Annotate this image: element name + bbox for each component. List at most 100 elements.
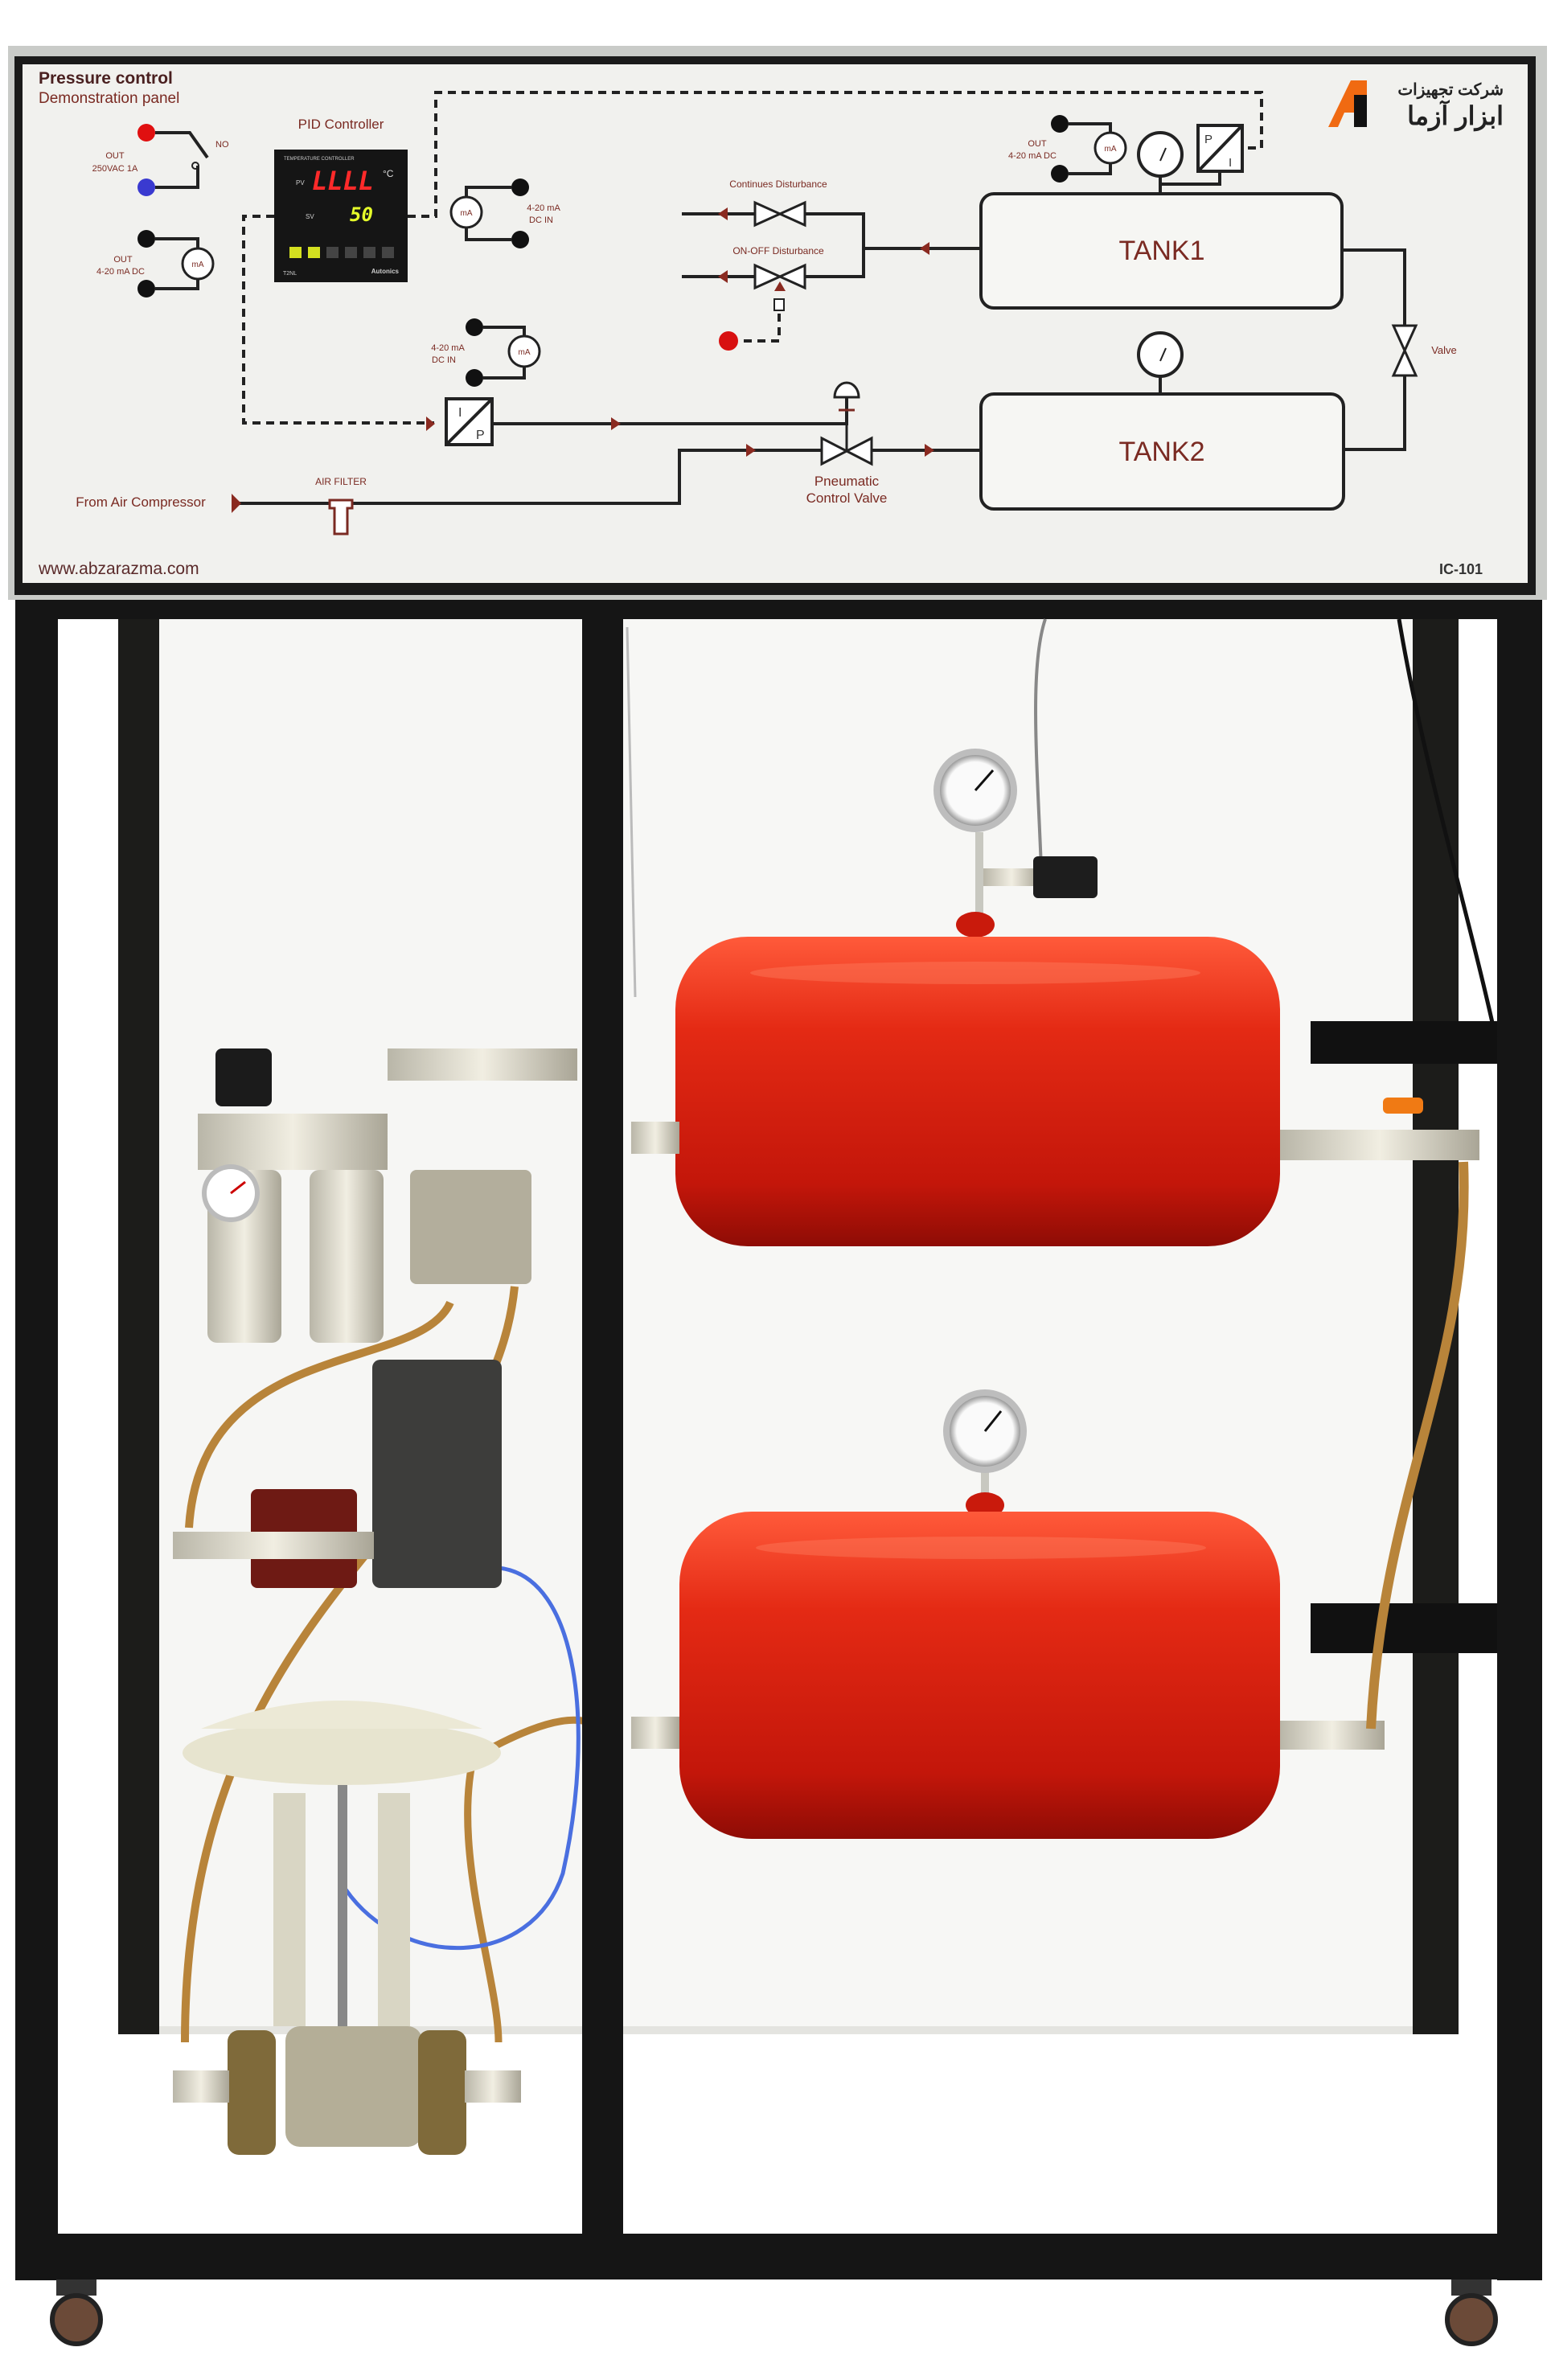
- ma-symbol: mA: [461, 209, 473, 218]
- ball-valve-handle[interactable]: [1383, 1098, 1423, 1114]
- out-left-label: OUT: [113, 255, 133, 265]
- pi-i-label: I: [1229, 156, 1232, 170]
- ip-i-label: I: [458, 406, 462, 420]
- pv-label: PV: [296, 179, 305, 187]
- unit-label: °C: [383, 168, 394, 179]
- pi-p-label: P: [1204, 133, 1212, 146]
- ma-meter-icon: [181, 247, 215, 281]
- caster-wheel-right: [1445, 2279, 1498, 2346]
- dc-in-2-range: 4-20 mA: [431, 343, 465, 353]
- controller-button-1[interactable]: [289, 247, 302, 258]
- model-label: IC-101: [1439, 561, 1483, 577]
- out-right-label: OUT: [1028, 139, 1047, 149]
- controller-header: TEMPERATURE CONTROLLER: [284, 157, 355, 162]
- ip-p-label: P: [476, 429, 485, 442]
- panel-title: Pressure control: [39, 69, 173, 88]
- relay-terminal-red[interactable]: [137, 124, 155, 142]
- out-right-range: 4-20 mA DC: [1008, 151, 1057, 161]
- onoff-push-button[interactable]: [719, 331, 738, 351]
- tank1-pressure-gauge: [933, 749, 1017, 832]
- pneumatic-valve-symbol: [820, 381, 873, 466]
- pid-controller-label: PID Controller: [298, 117, 384, 132]
- dc-in-1-terminal-a[interactable]: [511, 178, 529, 196]
- supply-pipe: [388, 1048, 577, 1081]
- controller-button-4[interactable]: [345, 247, 357, 258]
- tank2-symbol: [979, 392, 1345, 511]
- control-valve-actuator[interactable]: [183, 1701, 501, 2026]
- tank1-label: TANK1: [1118, 236, 1204, 266]
- top-frame-bar: [15, 600, 1542, 619]
- center-post: [582, 600, 623, 2248]
- tank2-bracket: [1311, 1603, 1497, 1653]
- onoff-disturbance-label: ON-OFF Disturbance: [732, 245, 824, 256]
- sv-label: SV: [306, 213, 314, 220]
- ma-symbol: mA: [519, 348, 531, 357]
- dc-in-2-terminal-a[interactable]: [466, 318, 483, 336]
- caster-wheel-left: [50, 2279, 103, 2346]
- right-post: [1497, 600, 1542, 2280]
- company-logo: شرکت تجهیزات ابزار آزما: [1328, 80, 1504, 132]
- dc-in-2-terminal-b[interactable]: [466, 369, 483, 387]
- out-terminal-2[interactable]: [137, 280, 155, 298]
- pneumatic-valve-label-1: Pneumatic: [814, 474, 880, 489]
- ma-symbol: mA: [192, 261, 204, 269]
- from-compressor-label: From Air Compressor: [76, 494, 206, 510]
- tank1-gauge-symbol: [1137, 131, 1184, 178]
- pi-transmitter-symbol: P I: [1196, 124, 1244, 173]
- pid-controller[interactable]: TEMPERATURE CONTROLLER PV LLLL °C SV 50 …: [274, 150, 408, 282]
- demonstration-panel: Pressure control Demonstration panel www…: [8, 46, 1547, 600]
- controller-button-6[interactable]: [382, 247, 394, 258]
- ma-meter-icon: [449, 195, 483, 229]
- dc-in-2-label: DC IN: [432, 355, 456, 365]
- controller-model: T2NL: [283, 271, 297, 277]
- pneumatic-valve-label-2: Control Valve: [806, 490, 888, 506]
- relay-out-label: OUT: [105, 151, 125, 161]
- panel-subtitle: Demonstration panel: [39, 90, 179, 107]
- valve-label: Valve: [1431, 344, 1457, 356]
- tank1-bracket: [1311, 1021, 1497, 1064]
- continuous-disturbance-valve: [753, 200, 806, 228]
- out-right-terminal-2[interactable]: [1051, 165, 1069, 183]
- tank2-pressure-gauge: [943, 1389, 1027, 1473]
- tank2-vessel: [631, 1161, 1497, 1839]
- solenoid-icon: [773, 298, 785, 311]
- website-label: www.abzarazma.com: [38, 560, 199, 578]
- out-left-range: 4-20 mA DC: [96, 267, 145, 277]
- pneumatic-equipment: [173, 1048, 583, 2155]
- controller-button-2[interactable]: [308, 247, 320, 258]
- continuous-disturbance-label: Continues Disturbance: [729, 178, 827, 190]
- controller-brand: Autonics: [371, 268, 400, 275]
- relay-no-label: NO: [215, 140, 229, 150]
- dc-in-1-terminal-b[interactable]: [511, 231, 529, 248]
- logo-text-name: ابزار آزما: [1407, 99, 1504, 132]
- brass-hose-right: [1366, 1161, 1469, 1730]
- air-filter-label: AIR FILTER: [315, 476, 367, 487]
- pv-display: LLLL: [312, 166, 374, 196]
- tank1-vessel: [631, 749, 1497, 1246]
- out-terminal-1[interactable]: [137, 230, 155, 248]
- onoff-disturbance-valve: [753, 263, 806, 290]
- tank2-gauge-symbol: [1137, 331, 1184, 378]
- dc-in-1-range: 4-20 mA: [527, 203, 560, 213]
- left-post: [15, 600, 58, 2280]
- valve-positioner: [372, 1360, 502, 1588]
- pressure-transmitter: [1033, 856, 1098, 898]
- ma-symbol: mA: [1105, 145, 1117, 154]
- out-right-terminal-1[interactable]: [1051, 115, 1069, 133]
- air-filter-icon: [328, 499, 354, 536]
- bottom-frame-bar: [15, 2234, 1542, 2279]
- filter-regulator[interactable]: [198, 1048, 388, 1343]
- controller-button-5[interactable]: [363, 247, 375, 258]
- dc-in-1-label: DC IN: [529, 215, 553, 225]
- tank2-label: TANK2: [1118, 437, 1204, 467]
- ip-converter-symbol: I P: [445, 397, 494, 446]
- inner-left-post: [118, 619, 159, 2034]
- relay-terminal-blue[interactable]: [137, 178, 155, 196]
- valve-symbol: [1391, 324, 1418, 377]
- logo-text-company: شرکت تجهیزات: [1397, 81, 1504, 100]
- ma-meter-icon: [1093, 131, 1127, 165]
- ip-transducer: [410, 1170, 531, 1284]
- controller-button-3[interactable]: [326, 247, 339, 258]
- ma-meter-icon: [507, 334, 541, 368]
